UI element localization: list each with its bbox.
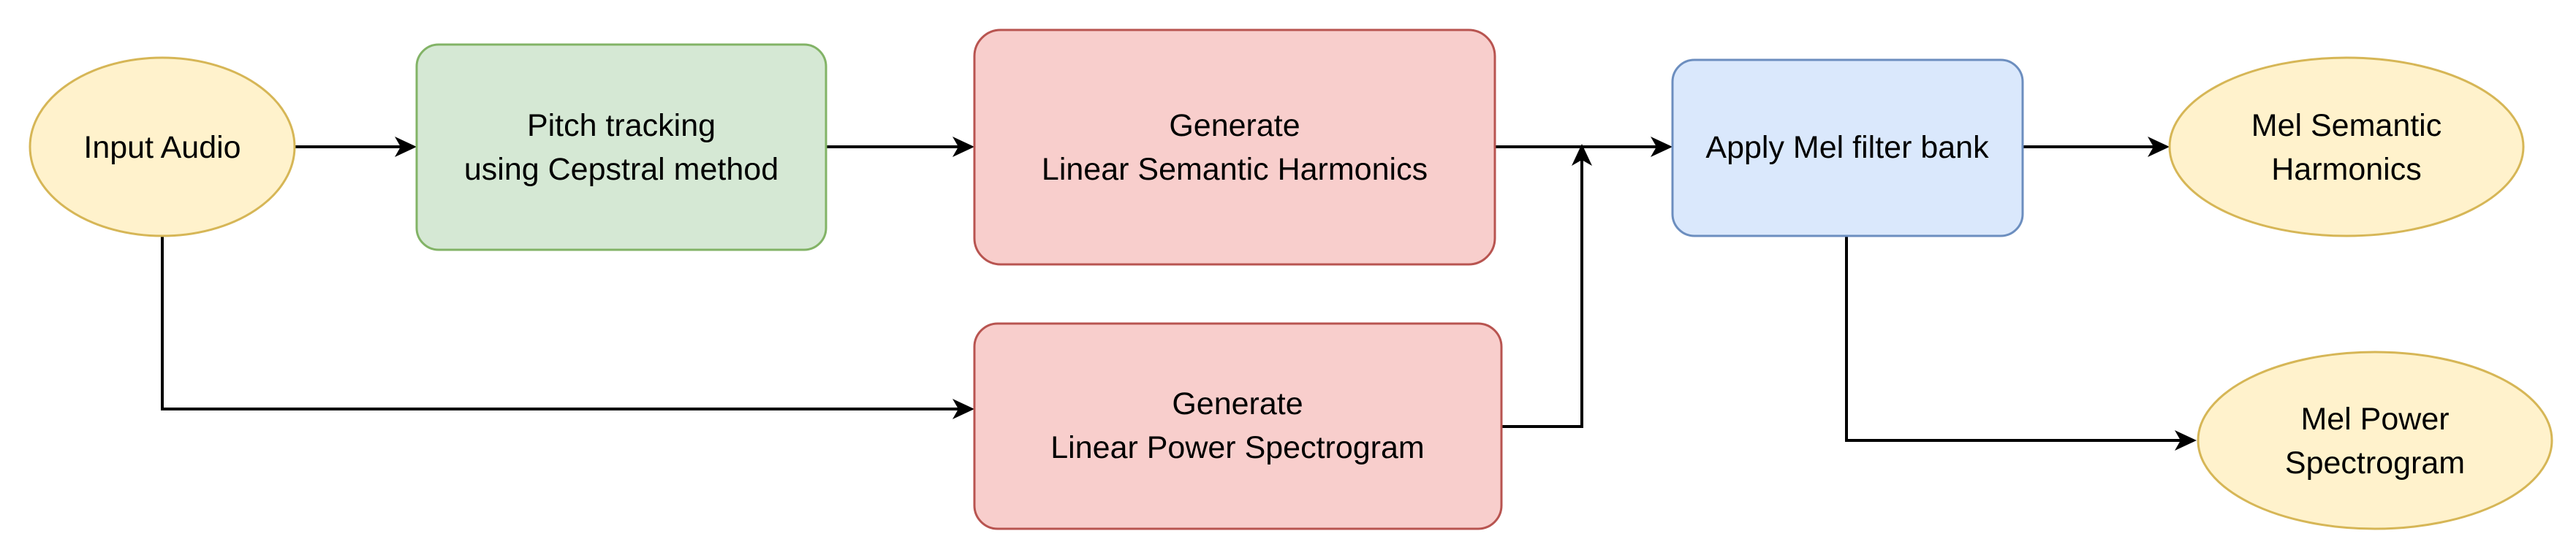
pitch-tracking-label-line1: Pitch tracking — [527, 108, 716, 143]
pitch-tracking-label-line2: using Cepstral method — [464, 152, 779, 187]
node-mel-filter: Apply Mel filter bank — [1671, 58, 2024, 237]
arrowhead-merge-up — [1572, 144, 1592, 166]
arrowhead-spectrogram — [952, 399, 974, 419]
gen-spectrogram-label-line2: Linear Power Spectrogram — [1050, 430, 1424, 465]
gen-spectrogram-box — [973, 322, 1503, 530]
mel-harmonics-label-line2: Harmonics — [2271, 152, 2422, 187]
input-audio-label: Input Audio — [83, 130, 240, 165]
mel-harmonics-ellipse — [2168, 56, 2525, 237]
mel-filter-box — [1671, 58, 2024, 237]
arrowhead-mel-spectrogram — [2175, 430, 2197, 451]
mel-spectrogram-label-line1: Mel Power — [2300, 402, 2449, 437]
edges — [161, 143, 2193, 442]
gen-harmonics-box — [973, 28, 1496, 266]
gen-harmonics-label-line1: Generate — [1169, 108, 1300, 143]
gen-harmonics-label-line2: Linear Semantic Harmonics — [1042, 152, 1428, 187]
mel-harmonics-label-line1: Mel Semantic — [2251, 108, 2441, 143]
pitch-tracking-box — [415, 43, 827, 251]
node-mel-harmonics: Mel Semantic Harmonics — [2168, 56, 2525, 237]
arrowhead-pitch — [395, 137, 417, 157]
edge-spectrogram-to-mel — [1501, 148, 1583, 428]
mel-spectrogram-label-line2: Spectrogram — [2285, 446, 2465, 481]
arrowhead-harmonics — [952, 137, 974, 157]
gen-spectrogram-label-line1: Generate — [1172, 386, 1303, 421]
arrowhead-mel-harmonics — [2148, 137, 2170, 157]
arrowhead-mel-filter — [1651, 137, 1672, 157]
edge-input-to-spectrogram — [161, 236, 970, 410]
mel-spectrogram-ellipse — [2197, 351, 2553, 530]
mel-filter-label: Apply Mel filter bank — [1705, 130, 1989, 165]
node-gen-spectrogram: Generate Linear Power Spectrogram — [973, 322, 1503, 530]
node-pitch-tracking: Pitch tracking using Cepstral method — [415, 43, 827, 251]
input-audio-ellipse — [29, 56, 296, 237]
node-mel-spectrogram: Mel Power Spectrogram — [2197, 351, 2553, 530]
node-input-audio: Input Audio — [29, 56, 296, 237]
arrowheads — [395, 137, 2197, 451]
node-gen-harmonics: Generate Linear Semantic Harmonics — [973, 28, 1496, 266]
edge-mel-to-spectrogram — [1845, 236, 2193, 442]
